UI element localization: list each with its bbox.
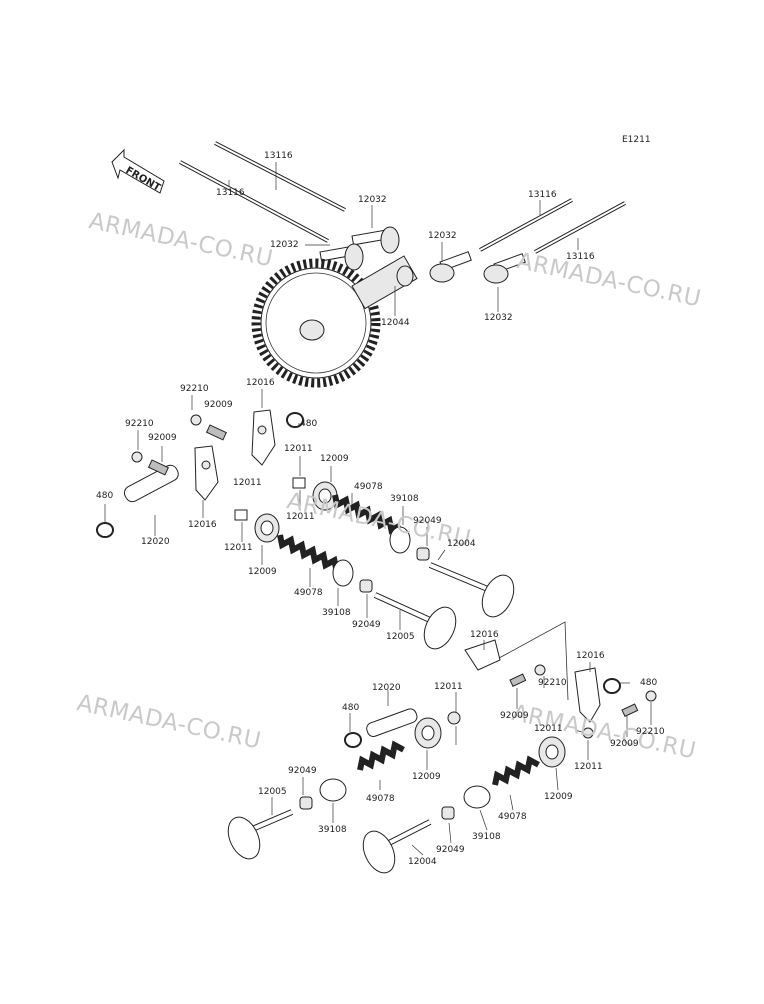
part-callout: 12011	[286, 512, 315, 522]
part-callout: 12009	[412, 772, 441, 782]
valve-seal	[299, 796, 455, 820]
rocker-shaft	[366, 708, 418, 737]
part-callout: 12011	[233, 478, 262, 488]
part-callout: 39108	[390, 494, 419, 504]
part-callout: 12032	[428, 231, 457, 241]
leader-line	[489, 621, 569, 701]
part-callout: 12011	[224, 543, 253, 553]
part-callout: 12020	[141, 537, 170, 547]
push-rod	[534, 201, 626, 254]
rocker-arm	[194, 445, 219, 501]
part-callout: 12044	[381, 318, 410, 328]
part-callout: 12032	[358, 195, 387, 205]
part-callout: 480	[300, 419, 318, 429]
part-callout: 480	[96, 491, 114, 501]
part-callout: 92009	[148, 433, 177, 443]
part-callout: 12011	[534, 724, 563, 734]
part-callout: 92210	[636, 727, 665, 737]
exhaust-valve	[362, 819, 432, 874]
part-callout: 13116	[264, 151, 293, 161]
part-callout: 49078	[366, 794, 395, 804]
part-callout: 13116	[528, 190, 557, 200]
part-callout: 49078	[294, 588, 323, 598]
part-callout: 92009	[204, 400, 233, 410]
camshaft-gear	[251, 255, 418, 388]
rocker-arm	[464, 639, 501, 671]
circlip	[96, 522, 114, 538]
part-callout: 12011	[284, 444, 313, 454]
exhaust-valve	[428, 562, 515, 618]
tappet	[483, 253, 526, 284]
intake-valve	[373, 592, 457, 650]
part-callout: 49078	[354, 482, 383, 492]
part-callout: 13116	[216, 188, 245, 198]
part-callout: 12020	[372, 683, 401, 693]
part-callout: 12016	[246, 378, 275, 388]
part-callout: 480	[640, 678, 658, 688]
valve-spring	[277, 534, 347, 575]
leader-lines	[104, 162, 652, 856]
spring-retainer	[414, 717, 566, 768]
nut	[131, 414, 202, 463]
valve-seal	[359, 547, 430, 593]
valve-spring	[492, 755, 540, 786]
circlip	[286, 412, 304, 428]
nut	[447, 664, 657, 739]
part-callout: 12016	[188, 520, 217, 530]
part-callout: 39108	[318, 825, 347, 835]
tappet	[429, 251, 472, 283]
part-callout: 39108	[472, 832, 501, 842]
part-callout: 12009	[320, 454, 349, 464]
circlip	[344, 678, 621, 748]
part-callout: 92049	[352, 620, 381, 630]
part-callout: 12016	[470, 630, 499, 640]
part-callout: 39108	[322, 608, 351, 618]
intake-valve	[227, 809, 294, 860]
rocker-arm	[574, 667, 601, 723]
part-callout: 92009	[500, 711, 529, 721]
valve-spring	[357, 740, 405, 771]
front-arrow-icon: FRONT	[111, 148, 165, 194]
part-callout: 92210	[125, 419, 154, 429]
part-callout: 92210	[180, 384, 209, 394]
part-callout: 92210	[538, 678, 567, 688]
part-callout: 12009	[248, 567, 277, 577]
part-callout: 12005	[258, 787, 287, 797]
part-callout: 92009	[610, 739, 639, 749]
part-callout: 12032	[484, 313, 513, 323]
part-callout: 92049	[436, 845, 465, 855]
spring-seat	[319, 778, 491, 809]
part-callout: 49078	[498, 812, 527, 822]
spring-seat	[332, 526, 411, 587]
part-callout: 13116	[566, 252, 595, 262]
part-callout: 12005	[386, 632, 415, 642]
push-rod	[214, 141, 346, 212]
spring-retainer	[254, 481, 338, 543]
push-rod	[479, 198, 573, 252]
diagram-code: E1211	[622, 135, 651, 145]
tappet	[351, 226, 400, 254]
push-rod	[179, 160, 329, 243]
adjust-screw	[147, 424, 227, 476]
part-callout: 92049	[288, 766, 317, 776]
rocker-arm	[251, 409, 276, 466]
part-callout: 480	[342, 703, 360, 713]
part-callout: 12004	[408, 857, 437, 867]
part-callout: 92049	[413, 516, 442, 526]
part-callout: 12011	[434, 682, 463, 692]
part-callout: 12011	[574, 762, 603, 772]
part-callout: 12032	[270, 240, 299, 250]
part-callout: 12004	[447, 539, 476, 549]
part-callout: 12009	[544, 792, 573, 802]
valve-cotter	[234, 477, 306, 521]
valve-spring	[332, 494, 402, 535]
part-callout: 12016	[576, 651, 605, 661]
tappet	[319, 243, 364, 271]
adjust-screw	[509, 673, 639, 718]
